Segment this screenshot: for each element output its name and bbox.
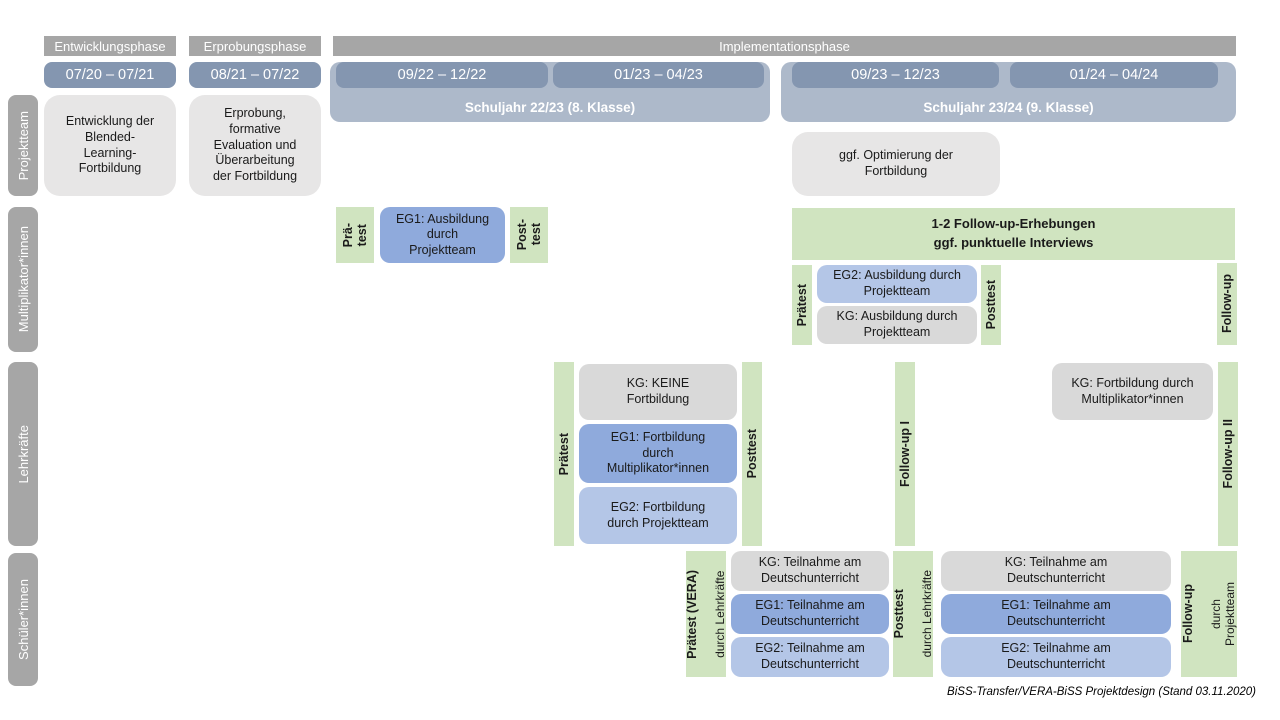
lehr-eg2-fortbildung: EG2: Fortbildung durch Projektteam: [579, 487, 737, 544]
phase-bar-entwicklungsphase: Entwicklungsphase: [44, 36, 176, 56]
mult-followup-erhebungen-bar: 1-2 Follow-up-Erhebungen ggf. punktuelle…: [792, 208, 1235, 260]
row-label-lehrkraefte-text: Lehrkräfte: [15, 424, 31, 484]
task-optimierung-fortbildung: ggf. Optimierung der Fortbildung: [792, 132, 1000, 196]
date-bar-09-23: 09/23 – 12/23: [792, 62, 999, 88]
task-entwicklung-fortbildung: Entwicklung der Blended- Learning- Fortb…: [44, 95, 176, 196]
schuljahr-22-23-label: Schuljahr 22/23 (8. Klasse): [464, 100, 636, 115]
lehr-eg1-fortbildung: EG1: Fortbildung durch Multiplikator*inn…: [579, 424, 737, 483]
schueler-followup-text: Follow-up durch Projektteam: [1167, 582, 1251, 646]
mult-praetest-text: Prä- test: [341, 222, 369, 248]
date-bar-09-22: 09/22 – 12/22: [336, 62, 548, 88]
schueler-eg1-teilnahme-1: EG1: Teilnahme am Deutschunterricht: [731, 594, 889, 634]
mult-posttest2-text: Posttest: [984, 280, 998, 330]
schueler-kg-teilnahme-1: KG: Teilnahme am Deutschunterricht: [731, 551, 889, 591]
mult-posttest-text: Post- test: [515, 219, 543, 251]
task-erprobung-evaluation: Erprobung, formative Evaluation und Über…: [189, 95, 321, 196]
date-bar-01-24: 01/24 – 04/24: [1010, 62, 1218, 88]
date-bar-01-23: 01/23 – 04/23: [553, 62, 764, 88]
lehr-followup2-bar: Follow-up II: [1218, 362, 1238, 546]
schuljahr-23-24-label: Schuljahr 23/24 (9. Klasse): [923, 100, 1094, 115]
schueler-posttest-bar: Posttest durch Lehrkräfte: [892, 551, 934, 677]
date-bar-08-21: 08/21 – 07/22: [189, 62, 321, 88]
mult-kg-ausbildung: KG: Ausbildung durch Projektteam: [817, 306, 977, 344]
schueler-eg1-teilnahme-2: EG1: Teilnahme am Deutschunterricht: [941, 594, 1171, 634]
schueler-posttest-sub: durch Lehrkräfte: [920, 570, 934, 658]
lehr-followup1-bar: Follow-up I: [895, 362, 915, 546]
row-label-projektteam: Projektteam: [8, 95, 38, 196]
schueler-followup-sub: durch Projektteam: [1209, 581, 1237, 647]
lehr-kg-fortbildung-multiplikatoren: KG: Fortbildung durch Multiplikator*inne…: [1052, 363, 1213, 420]
mult-followup-bar: Follow-up: [1217, 263, 1237, 345]
lehr-posttest-text: Posttest: [745, 429, 759, 479]
schueler-kg-teilnahme-2: KG: Teilnahme am Deutschunterricht: [941, 551, 1171, 591]
row-label-projektteam-text: Projektteam: [15, 110, 31, 181]
mult-posttest-bar: Post- test: [510, 207, 548, 263]
lehr-followup2-text: Follow-up II: [1221, 419, 1235, 489]
row-label-multiplikatoren: Multiplikator*innen: [8, 207, 38, 352]
schueler-eg2-teilnahme-2: EG2: Teilnahme am Deutschunterricht: [941, 637, 1171, 677]
phase-bar-implementationsphase: Implementationsphase: [333, 36, 1236, 56]
mult-praetest2-bar: Prätest: [792, 265, 812, 345]
schueler-posttest-title: Posttest: [892, 589, 906, 639]
schueler-followup-title: Follow-up: [1181, 584, 1195, 644]
row-label-schueler-text: Schüler*innen: [15, 579, 31, 660]
mult-eg2-ausbildung: EG2: Ausbildung durch Projektteam: [817, 265, 977, 303]
schueler-posttest-text: Posttest durch Lehrkräfte: [878, 570, 948, 657]
schueler-praetest-vera-bar: Prätest (VERA) durch Lehrkräfte: [685, 551, 727, 677]
lehr-posttest-bar: Posttest: [742, 362, 762, 546]
schueler-praetest-vera-title: Prätest (VERA): [685, 569, 699, 659]
row-label-lehrkraefte: Lehrkräfte: [8, 362, 38, 546]
lehr-kg-keine-fortbildung: KG: KEINE Fortbildung: [579, 364, 737, 420]
row-label-multiplikatoren-text: Multiplikator*innen: [15, 226, 31, 333]
schueler-followup-bar: Follow-up durch Projektteam: [1181, 551, 1237, 677]
row-label-schueler: Schüler*innen: [8, 553, 38, 686]
lehr-followup1-text: Follow-up I: [898, 421, 912, 487]
schueler-praetest-vera-sub: durch Lehrkräfte: [713, 570, 727, 658]
lehr-praetest-text: Prätest: [557, 432, 571, 476]
mult-praetest2-text: Prätest: [795, 283, 809, 327]
mult-posttest2-bar: Posttest: [981, 265, 1001, 345]
phase-bar-erprobungsphase: Erprobungsphase: [189, 36, 321, 56]
date-bar-07-20: 07/20 – 07/21: [44, 62, 176, 88]
mult-followup-text: Follow-up: [1220, 274, 1234, 334]
lehr-praetest-bar: Prätest: [554, 362, 574, 546]
mult-eg1-ausbildung: EG1: Ausbildung durch Projektteam: [380, 207, 505, 263]
mult-praetest-bar: Prä- test: [336, 207, 374, 263]
schueler-eg2-teilnahme-1: EG2: Teilnahme am Deutschunterricht: [731, 637, 889, 677]
footer-caption: BiSS-Transfer/VERA-BiSS Projektdesign (S…: [947, 686, 1256, 698]
